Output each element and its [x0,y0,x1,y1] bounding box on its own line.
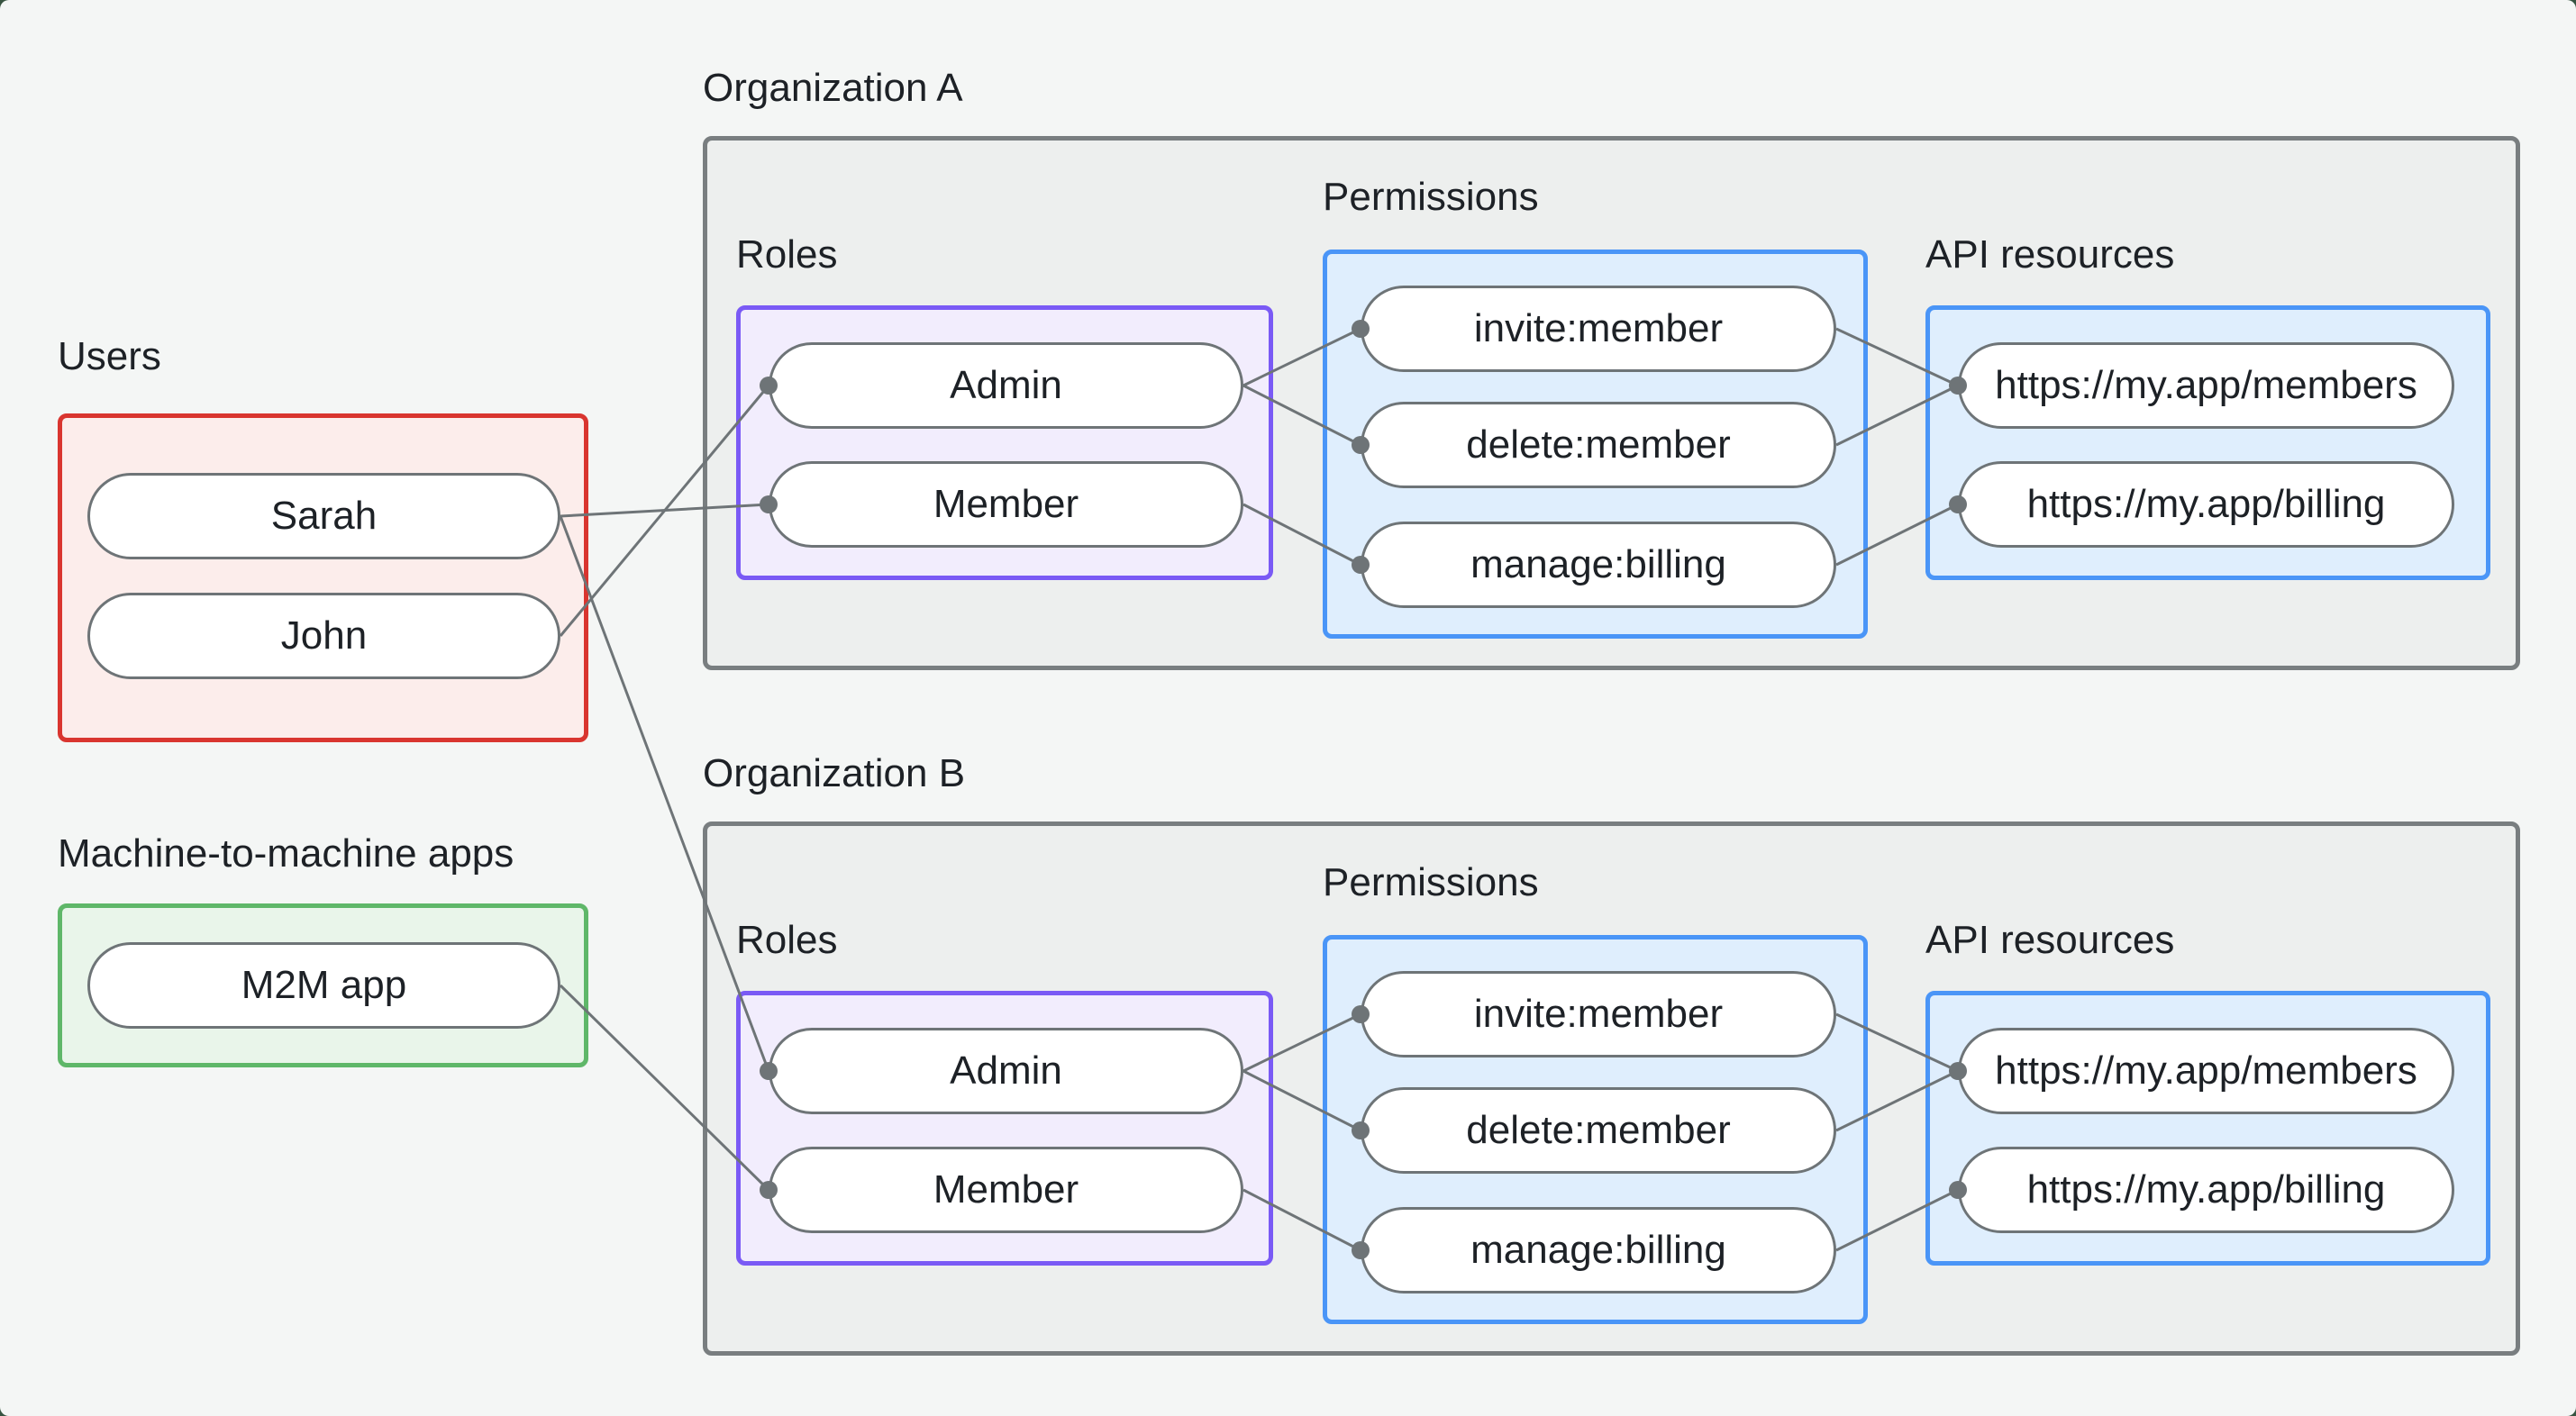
org-a-title: Organization A [703,66,963,110]
org-a-permission-manage-billing: manage:billing [1361,522,1836,608]
user-node-john: John [87,593,560,679]
org-b-permission-manage-billing: manage:billing [1361,1207,1836,1293]
user-node-sarah: Sarah [87,473,560,559]
org-b-permissions-label: Permissions [1323,860,1539,904]
m2m-group-label: Machine-to-machine apps [58,831,514,876]
org-a-roles-label: Roles [736,232,838,277]
org-a-permissions-label: Permissions [1323,175,1539,219]
m2m-app-node: M2M app [87,942,560,1029]
org-b-roles-label: Roles [736,918,838,962]
org-a-api-billing: https://my.app/billing [1958,461,2454,548]
users-group-label: Users [58,334,161,378]
org-a-permission-invite-member: invite:member [1361,286,1836,372]
users-group-box [58,413,588,742]
org-b-role-member: Member [769,1147,1243,1233]
org-a-api-resources-label: API resources [1925,232,2175,277]
org-b-role-admin: Admin [769,1028,1243,1114]
org-a-api-members: https://my.app/members [1958,342,2454,429]
org-b-api-resources-label: API resources [1925,918,2175,962]
org-b-title: Organization B [703,751,966,795]
org-a-role-admin: Admin [769,342,1243,429]
org-b-api-members: https://my.app/members [1958,1028,2454,1114]
org-a-role-member: Member [769,461,1243,548]
org-b-permission-delete-member: delete:member [1361,1087,1836,1174]
org-b-permission-invite-member: invite:member [1361,971,1836,1057]
org-a-permission-delete-member: delete:member [1361,402,1836,488]
org-b-api-billing: https://my.app/billing [1958,1147,2454,1233]
